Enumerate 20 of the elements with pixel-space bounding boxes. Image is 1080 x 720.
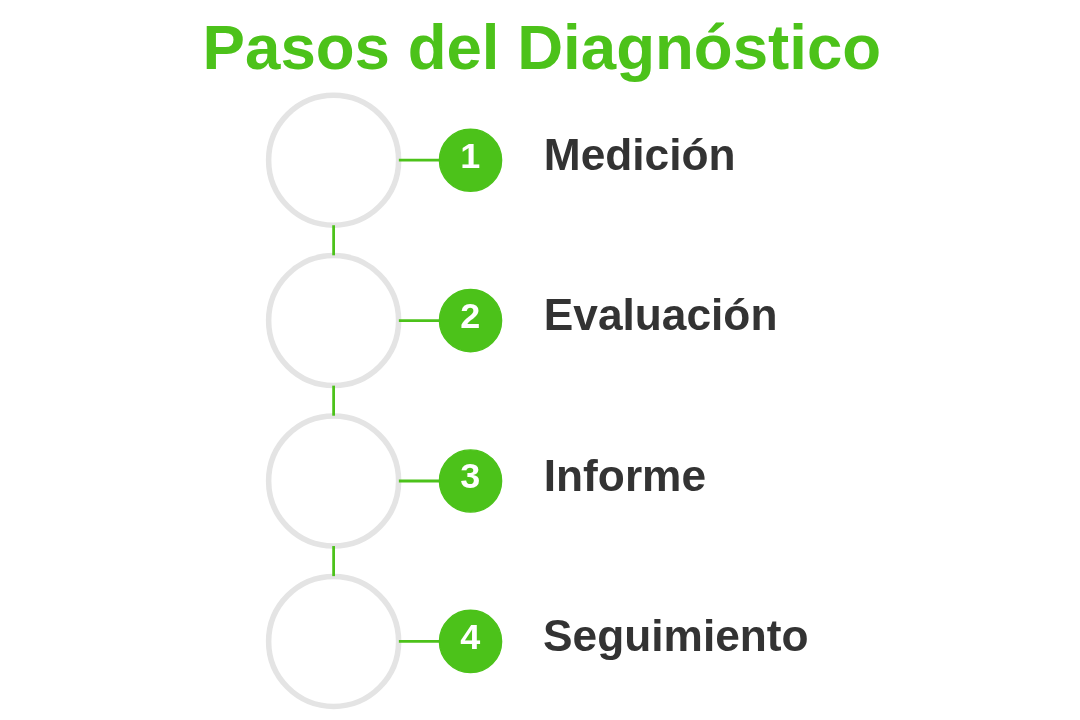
node-circle: 4 <box>438 609 503 674</box>
connector <box>332 546 335 577</box>
node-circle <box>265 252 402 389</box>
node-circle <box>265 92 402 228</box>
connector <box>332 225 335 256</box>
node-circle <box>265 413 402 549</box>
connector <box>398 319 440 322</box>
connector <box>398 158 440 162</box>
node-circle: 3 <box>438 449 503 513</box>
node-label: Informe <box>543 450 707 500</box>
connector <box>398 640 440 643</box>
diagram-title: Pasos del Diagnóstico <box>202 10 882 82</box>
node-label: Seguimiento <box>543 611 809 661</box>
connector <box>332 385 335 416</box>
node-label: Evaluación <box>543 290 778 340</box>
node-circle <box>265 573 402 710</box>
node-label: Medición <box>543 130 736 179</box>
node-circle: 2 <box>438 288 503 353</box>
node-circle: 1 <box>438 128 503 192</box>
connector <box>398 479 440 483</box>
